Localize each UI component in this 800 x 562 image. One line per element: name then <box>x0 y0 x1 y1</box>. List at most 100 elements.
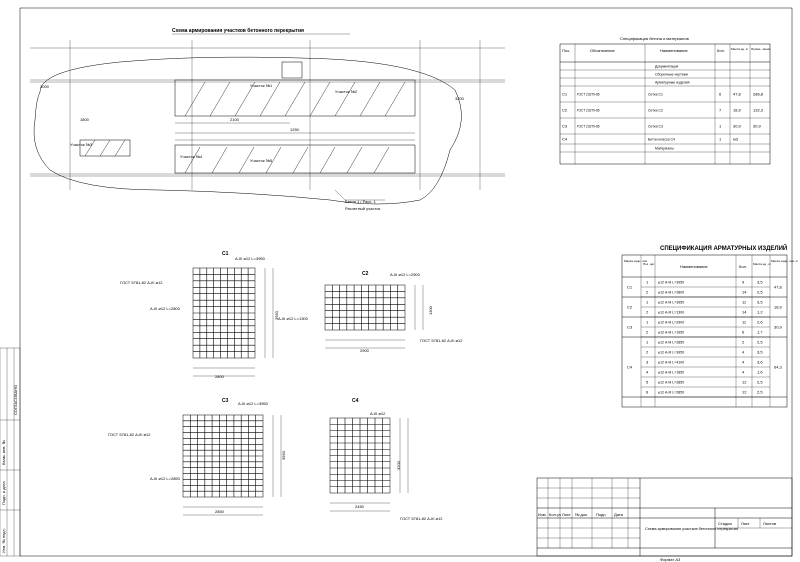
spec-top-cell: ГОСТ 23279-85 <box>577 125 600 129</box>
mesh-details: С1 А-III ⌀12 L=3950 ГОСТ 5781-82 А-III ⌀… <box>108 251 463 521</box>
spec-bottom-cell: 2,5 <box>757 290 763 295</box>
spec-top-cell: м3 <box>733 137 739 142</box>
side-stamp-agreed: СОГЛАСОВАНО <box>13 385 18 415</box>
spec-bottom-cell: 3 <box>646 360 649 365</box>
spec-bottom-cell: ⌀12 А-III L=2850 <box>658 391 684 395</box>
titleblock-col: № док. <box>575 512 588 517</box>
spec-bottom-cell: 1,7 <box>757 330 763 335</box>
spec-bottom-cell: 2,5 <box>757 390 763 395</box>
spec-bottom-total: 30,9 <box>774 325 783 330</box>
titleblock-col: Дата <box>614 512 624 517</box>
title-block: Изм. Кол.уч Лист № док. Подп. Дата Схема… <box>536 477 793 562</box>
spec-top-cell: Материалы <box>655 147 674 151</box>
spec-bottom-cell: ⌀12 А-III L=2850 <box>658 341 684 345</box>
spec-top-header: Обозначение <box>590 48 616 53</box>
titleblock-stage: Листов <box>763 521 776 526</box>
spec-bottom-cell: ⌀12 А-III L=2900 <box>658 321 684 325</box>
plan-mark: Участок №5 <box>250 158 273 163</box>
titleblock-stage: Лист <box>741 521 750 526</box>
spec-top-cell: 132,3 <box>753 108 764 113</box>
spec-top-cell: 30,9 <box>753 124 762 129</box>
mesh-rebar-label: А-III ⌀12 L=3950 <box>238 401 269 406</box>
spec-bottom-cell: 5 <box>646 380 649 385</box>
mesh-label: С4 <box>352 398 359 404</box>
spec-top-cell: Арматурные изделия <box>655 81 690 85</box>
spec-bottom-cell: 3,5 <box>757 280 763 285</box>
mesh-dim: 3950 <box>274 310 279 320</box>
spec-top-cell: С3 <box>562 124 568 129</box>
spec-top-cell: ГОСТ 23279-85 <box>577 109 600 113</box>
spec-top-header: Кол. <box>717 48 725 53</box>
side-stamp <box>0 347 21 557</box>
spec-table-top: Спецификация бетона и материалов Поз. Об… <box>559 36 771 165</box>
spec-bottom-cell: ⌀12 А-III L=3950 <box>658 281 684 285</box>
spec-bottom-cell: 11 <box>742 320 747 325</box>
spec-top-cell: 7 <box>719 108 722 113</box>
slab-area <box>174 144 416 174</box>
svg-text:2100: 2100 <box>230 117 240 122</box>
svg-text:3200: 3200 <box>455 96 465 101</box>
mesh-rebar-label: А-III ⌀12 L=2800 <box>150 306 181 311</box>
spec-top-header: Наименование <box>660 48 689 53</box>
mesh-c1 <box>192 267 274 377</box>
side-stamp-cell: Подп. и дата <box>1 481 6 505</box>
spec-bottom-mark: С4 <box>627 365 633 370</box>
mesh-dim: 2900 <box>360 348 370 353</box>
titleblock-col: Изм. <box>538 512 547 517</box>
spec-bottom-header: Поз. дет. <box>643 262 655 266</box>
spec-bottom-header: Масса изде- лия, кг <box>771 259 798 263</box>
spec-bottom-mark: С2 <box>627 305 633 310</box>
plan-title: Схема армирования участков бетонного пер… <box>172 27 304 34</box>
slab-area <box>174 79 416 117</box>
mesh-rebar-label: А-III ⌀12 L=2900 <box>390 272 421 277</box>
spec-bottom-cell: 1,2 <box>757 310 763 315</box>
spec-bottom-mark: С3 <box>627 325 633 330</box>
spec-bottom-cell: 2 <box>646 290 649 295</box>
spec-top-title: Спецификация бетона и материалов <box>620 36 689 41</box>
plan-callout: Расчетный участок <box>345 206 380 211</box>
spec-bottom-cell: ⌀12 А-III L=3950 <box>658 351 684 355</box>
mesh-dim: 3200 <box>396 460 401 470</box>
spec-bottom-cell: ⌀12 А-III L=1300 <box>658 311 684 315</box>
spec-bottom-cell: 1 <box>646 340 649 345</box>
spec-bottom-cell: 6 <box>646 390 649 395</box>
spec-top-cell: Сетка С2 <box>648 109 663 113</box>
mesh-dim: 2450 <box>355 504 365 509</box>
mesh-gost-label: ГОСТ 5781-82 А-III ⌀12 <box>120 280 163 285</box>
spec-bottom-cell: 12 <box>742 380 747 385</box>
titleblock-col: Кол.уч <box>549 512 561 517</box>
spec-bottom-cell: 14 <box>742 290 747 295</box>
spec-bottom-total: 47,8 <box>774 285 783 290</box>
spec-bottom-cell: 3,5 <box>757 300 763 305</box>
spec-bottom-cell: 2 <box>646 310 649 315</box>
spec-bottom-cell: 6 <box>742 330 745 335</box>
spec-bottom-cell: ⌀12 А-III L=1850 <box>658 371 684 375</box>
spec-top-cell: 6 <box>719 92 722 97</box>
mesh-gost-label: ГОСТ 5781-82 А-III ⌀12 <box>420 338 463 343</box>
spec-top-cell: С1 <box>562 92 568 97</box>
mesh-rebar-label: А-III ⌀12 <box>370 411 386 416</box>
spec-top-cell: Сетка С3 <box>648 125 663 129</box>
spec-bottom-cell: 1 <box>646 280 649 285</box>
spec-bottom-cell: 1,6 <box>757 370 763 375</box>
mesh-label: С3 <box>222 398 229 404</box>
mesh-dim: 1300 <box>428 305 433 315</box>
spec-top-cell: С2 <box>562 108 568 113</box>
mesh-gost-label: ГОСТ 5781-82 А-III ⌀12 <box>400 516 443 521</box>
floor-plan: Схема армирования участков бетонного пер… <box>30 27 505 211</box>
spec-bottom-cell: 2 <box>646 330 649 335</box>
spec-bottom-cell: ⌀12 А-III L=2850 <box>658 381 684 385</box>
svg-text:1800: 1800 <box>80 117 90 122</box>
spec-top-cell: 18,9 <box>733 108 742 113</box>
titleblock-stage: Стадия <box>718 521 732 526</box>
spec-top-cell: С4 <box>562 137 568 142</box>
spec-bottom-cell: 2,5 <box>757 380 763 385</box>
spec-bottom-total: 64,3 <box>774 365 783 370</box>
plan-callout: Бетон 1 / Расс. 1 <box>345 199 377 204</box>
mesh-c2 <box>324 284 424 349</box>
spec-top-cell: Сетка С1 <box>648 93 663 97</box>
spec-bottom-cell: 3,6 <box>757 360 763 365</box>
spec-bottom-cell: 4 <box>742 350 745 355</box>
